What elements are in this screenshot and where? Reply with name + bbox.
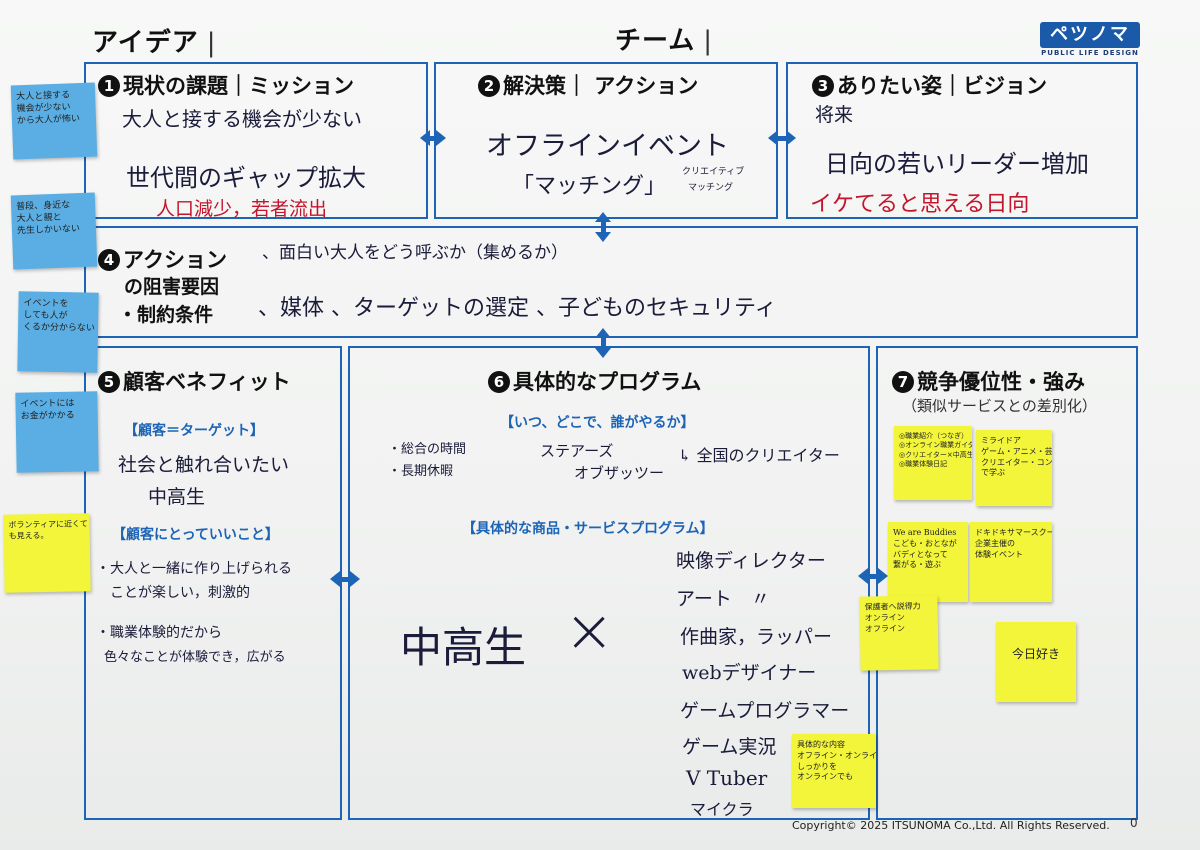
team-header: チーム|	[615, 26, 713, 56]
section-1-red-line: 人口減少，若者流出	[156, 198, 328, 220]
section-5-benefit-2: ことが楽しい，刺激的	[110, 585, 250, 601]
section-6-when-1: ・総合の時間	[388, 442, 467, 457]
company-logo: ペツノマ PUBLIC LIFE DESIGN	[1040, 22, 1140, 62]
section-5-benefit-3: ・職業体験的だから	[96, 625, 222, 641]
sticky-note-yellow: 今日好き	[996, 622, 1076, 702]
idea-header: アイデア|	[92, 28, 217, 58]
section-4-line-1: 、面白い大人をどう呼ぶか（集めるか）	[262, 243, 568, 263]
sticky-note-blue: 大人と接する機会が少ないから大人が怖い	[10, 82, 98, 160]
sticky-note-yellow: ◎職業紹介（つなぎ）◎オンライン職業ガイダンス◎クリエイター×中高生◎職業体験日…	[894, 426, 972, 500]
section-5-target-1: 社会と触れ合いたい	[118, 454, 290, 476]
copyright-footer: Copyright© 2025 ITSUNOMA Co.,Ltd. All Ri…	[792, 819, 1110, 832]
logo-mark: ペツノマ	[1040, 22, 1140, 48]
section-6-role-8: マイクラ	[690, 800, 754, 819]
section-5-target-2: 中高生	[148, 486, 206, 508]
section-4-title-2: の阻害要因	[124, 276, 220, 298]
section-1-line-1: 大人と接する機会が少ない	[122, 107, 362, 131]
section-6-label-program: 【具体的な商品・サービスプログラム】	[462, 521, 714, 537]
section-6-when-2: ・長期休暇	[388, 464, 454, 479]
section-6-role-6: ゲーム実況	[682, 736, 777, 758]
sticky-note-blue: イベントにはお金がかかる	[15, 391, 99, 473]
section-2-line-1: オフラインイベント	[486, 131, 729, 162]
sticky-note-yellow: ドキドキサマースクール企業主催の体験イベント	[970, 522, 1052, 602]
section-5-benefit-4: 色々なことが体験でき，広がる	[104, 650, 286, 665]
section-6-role-4: webデザイナー	[682, 662, 817, 684]
section-6-role-3: 作曲家，ラッパー	[680, 626, 833, 648]
double-arrow-2-4-icon	[595, 212, 611, 242]
double-arrow-5-6-icon	[330, 571, 360, 587]
double-arrow-4-6-icon	[595, 328, 611, 358]
page-number: 0	[1130, 816, 1138, 830]
section-2-small-2: マッチング	[688, 183, 734, 193]
section-6-main-target: 中高生	[400, 623, 527, 672]
section-6-label-when: 【いつ、どこで、誰がやるか】	[500, 415, 695, 431]
sticky-note-blue: 普段、身近な大人と親と先生しかいない	[10, 192, 98, 270]
section-3-line-2: 日向の若いリーダー増加	[825, 150, 1089, 178]
double-arrow-6-7-icon	[858, 568, 888, 584]
section-3-red-line: イケてると思える日向	[810, 192, 1030, 217]
sticky-note-yellow: 保護者へ説得力オンラインオフライン	[859, 595, 939, 671]
section-6-who-2: オブザッツー	[574, 464, 665, 482]
section-5-label-target: 【顧客＝ターゲット】	[124, 423, 264, 439]
section-5-label-benefit: 【顧客にとっていいこと】	[112, 527, 279, 543]
section-3-line-1: 将来	[815, 104, 854, 126]
section-1-line-2: 世代間のギャップ拡大	[126, 164, 366, 192]
logo-subtitle: PUBLIC LIFE DESIGN	[1041, 49, 1139, 57]
section-4-line-2: 、媒体 、ターゲットの選定 、子どものセキュリティ	[258, 296, 777, 321]
section-6-role-7: V Tuber	[686, 766, 768, 790]
section-6-cross: ×	[564, 596, 615, 666]
section-6-role-2: アート 〃	[676, 588, 770, 610]
section-7-subtitle: （類似サービスとの差別化）	[902, 397, 1097, 415]
sticky-note-blue: イベントをしても人がくるか分からない	[17, 291, 99, 373]
section-2-small-1: クリエイティブ	[682, 167, 745, 177]
section-2-line-2: 「マッチング」	[512, 174, 667, 199]
section-6-role-5: ゲームプログラマー	[680, 700, 850, 722]
double-arrow-2-3-icon	[768, 130, 796, 146]
section-6-who-1: ステアーズ	[540, 442, 614, 460]
sticky-note-yellow: ボランティアに近くても見える。	[3, 513, 91, 593]
section-6-where: ↳ 全国のクリエイター	[678, 446, 840, 465]
section-5-benefit-1: ・大人と一緒に作り上げられる	[96, 561, 292, 577]
section-6-role-1: 映像ディレクター	[676, 550, 826, 572]
section-4-box	[84, 226, 1138, 338]
double-arrow-1-2-icon	[420, 130, 446, 146]
section-4-title-3: ・制約条件	[118, 304, 214, 326]
section-7-box	[876, 346, 1138, 820]
section-6-box	[348, 346, 870, 820]
